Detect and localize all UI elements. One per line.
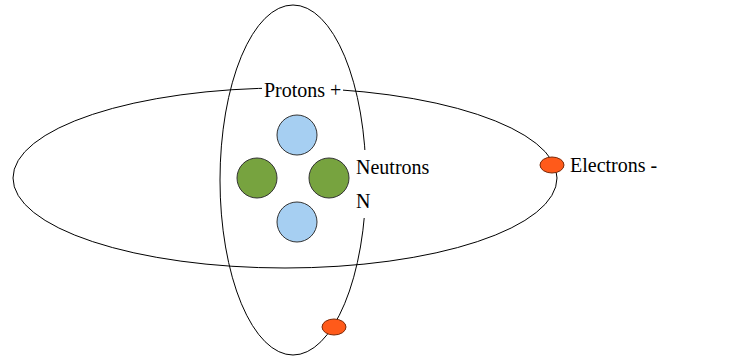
neutron: [309, 158, 349, 198]
proton: [277, 202, 317, 242]
proton: [277, 115, 317, 155]
electron: [322, 319, 346, 335]
horizontal-orbit: [13, 88, 557, 268]
electron-label: Electrons -: [568, 153, 659, 177]
vertical-orbit: [220, 5, 366, 355]
neutron: [237, 158, 277, 198]
neutron-label: Neutrons N: [354, 150, 440, 218]
proton-label: Protons +: [262, 78, 343, 102]
electron: [540, 157, 564, 173]
